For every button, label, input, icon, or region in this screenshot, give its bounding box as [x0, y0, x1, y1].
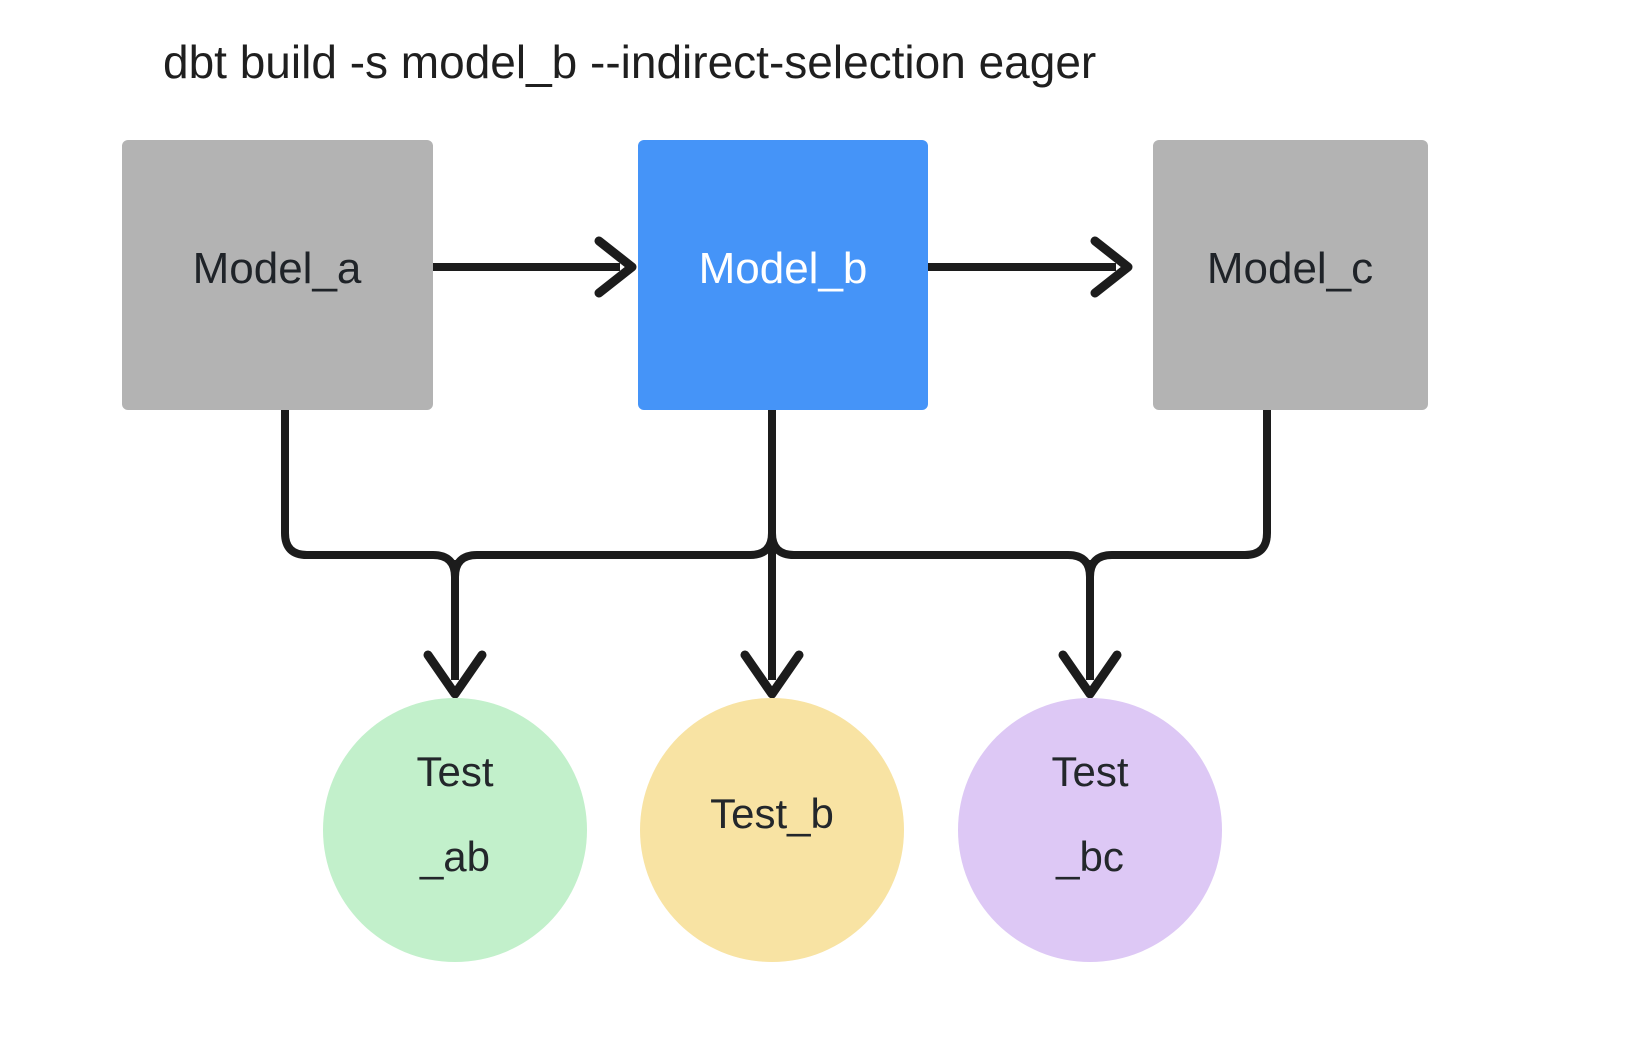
- node-test-bc-label-line2: _bc: [1055, 833, 1124, 880]
- page-title: dbt build -s model_b --indirect-selectio…: [163, 36, 1096, 88]
- node-model-b-shape[interactable]: [638, 140, 928, 410]
- edge-model-b-to-test-bc: [768, 532, 1094, 578]
- edge-model-a-to-model-b: [433, 236, 637, 298]
- node-test-b-label-line1: Test_b: [710, 790, 834, 837]
- node-model-a-shape[interactable]: [122, 140, 433, 410]
- node-test-ab[interactable]: Test _ab: [323, 698, 587, 962]
- node-model-a-label: Model_a: [193, 244, 362, 293]
- edge-model-c-to-test-bc: [1086, 410, 1271, 578]
- arrowhead-icon: [1058, 650, 1122, 699]
- node-test-b[interactable]: Test_b: [640, 698, 904, 962]
- node-test-bc[interactable]: Test _bc: [958, 698, 1222, 962]
- edge-model-b-to-model-c: [928, 236, 1133, 298]
- node-test-bc-label-line1: Test: [1051, 748, 1128, 795]
- node-model-a[interactable]: Model_a: [122, 140, 433, 410]
- arrowhead-icon: [1090, 236, 1133, 298]
- node-model-b[interactable]: Model_b: [638, 140, 928, 410]
- edge-model-a-to-test-ab: [281, 410, 459, 578]
- node-test-ab-label-line2: _ab: [419, 833, 490, 880]
- node-test-b-shape[interactable]: [640, 698, 904, 962]
- node-test-ab-shape[interactable]: [323, 698, 587, 962]
- arrowhead-icon: [594, 236, 637, 298]
- node-model-c[interactable]: Model_c: [1153, 140, 1428, 410]
- node-model-b-label: Model_b: [699, 244, 868, 293]
- arrowhead-icon: [423, 650, 487, 699]
- node-model-c-label: Model_c: [1207, 244, 1373, 293]
- node-model-c-shape[interactable]: [1153, 140, 1428, 410]
- node-test-bc-shape[interactable]: [958, 698, 1222, 962]
- node-test-ab-label-line1: Test: [416, 748, 493, 795]
- arrowhead-icon: [740, 650, 804, 699]
- edge-model-b-to-test-ab: [451, 532, 776, 578]
